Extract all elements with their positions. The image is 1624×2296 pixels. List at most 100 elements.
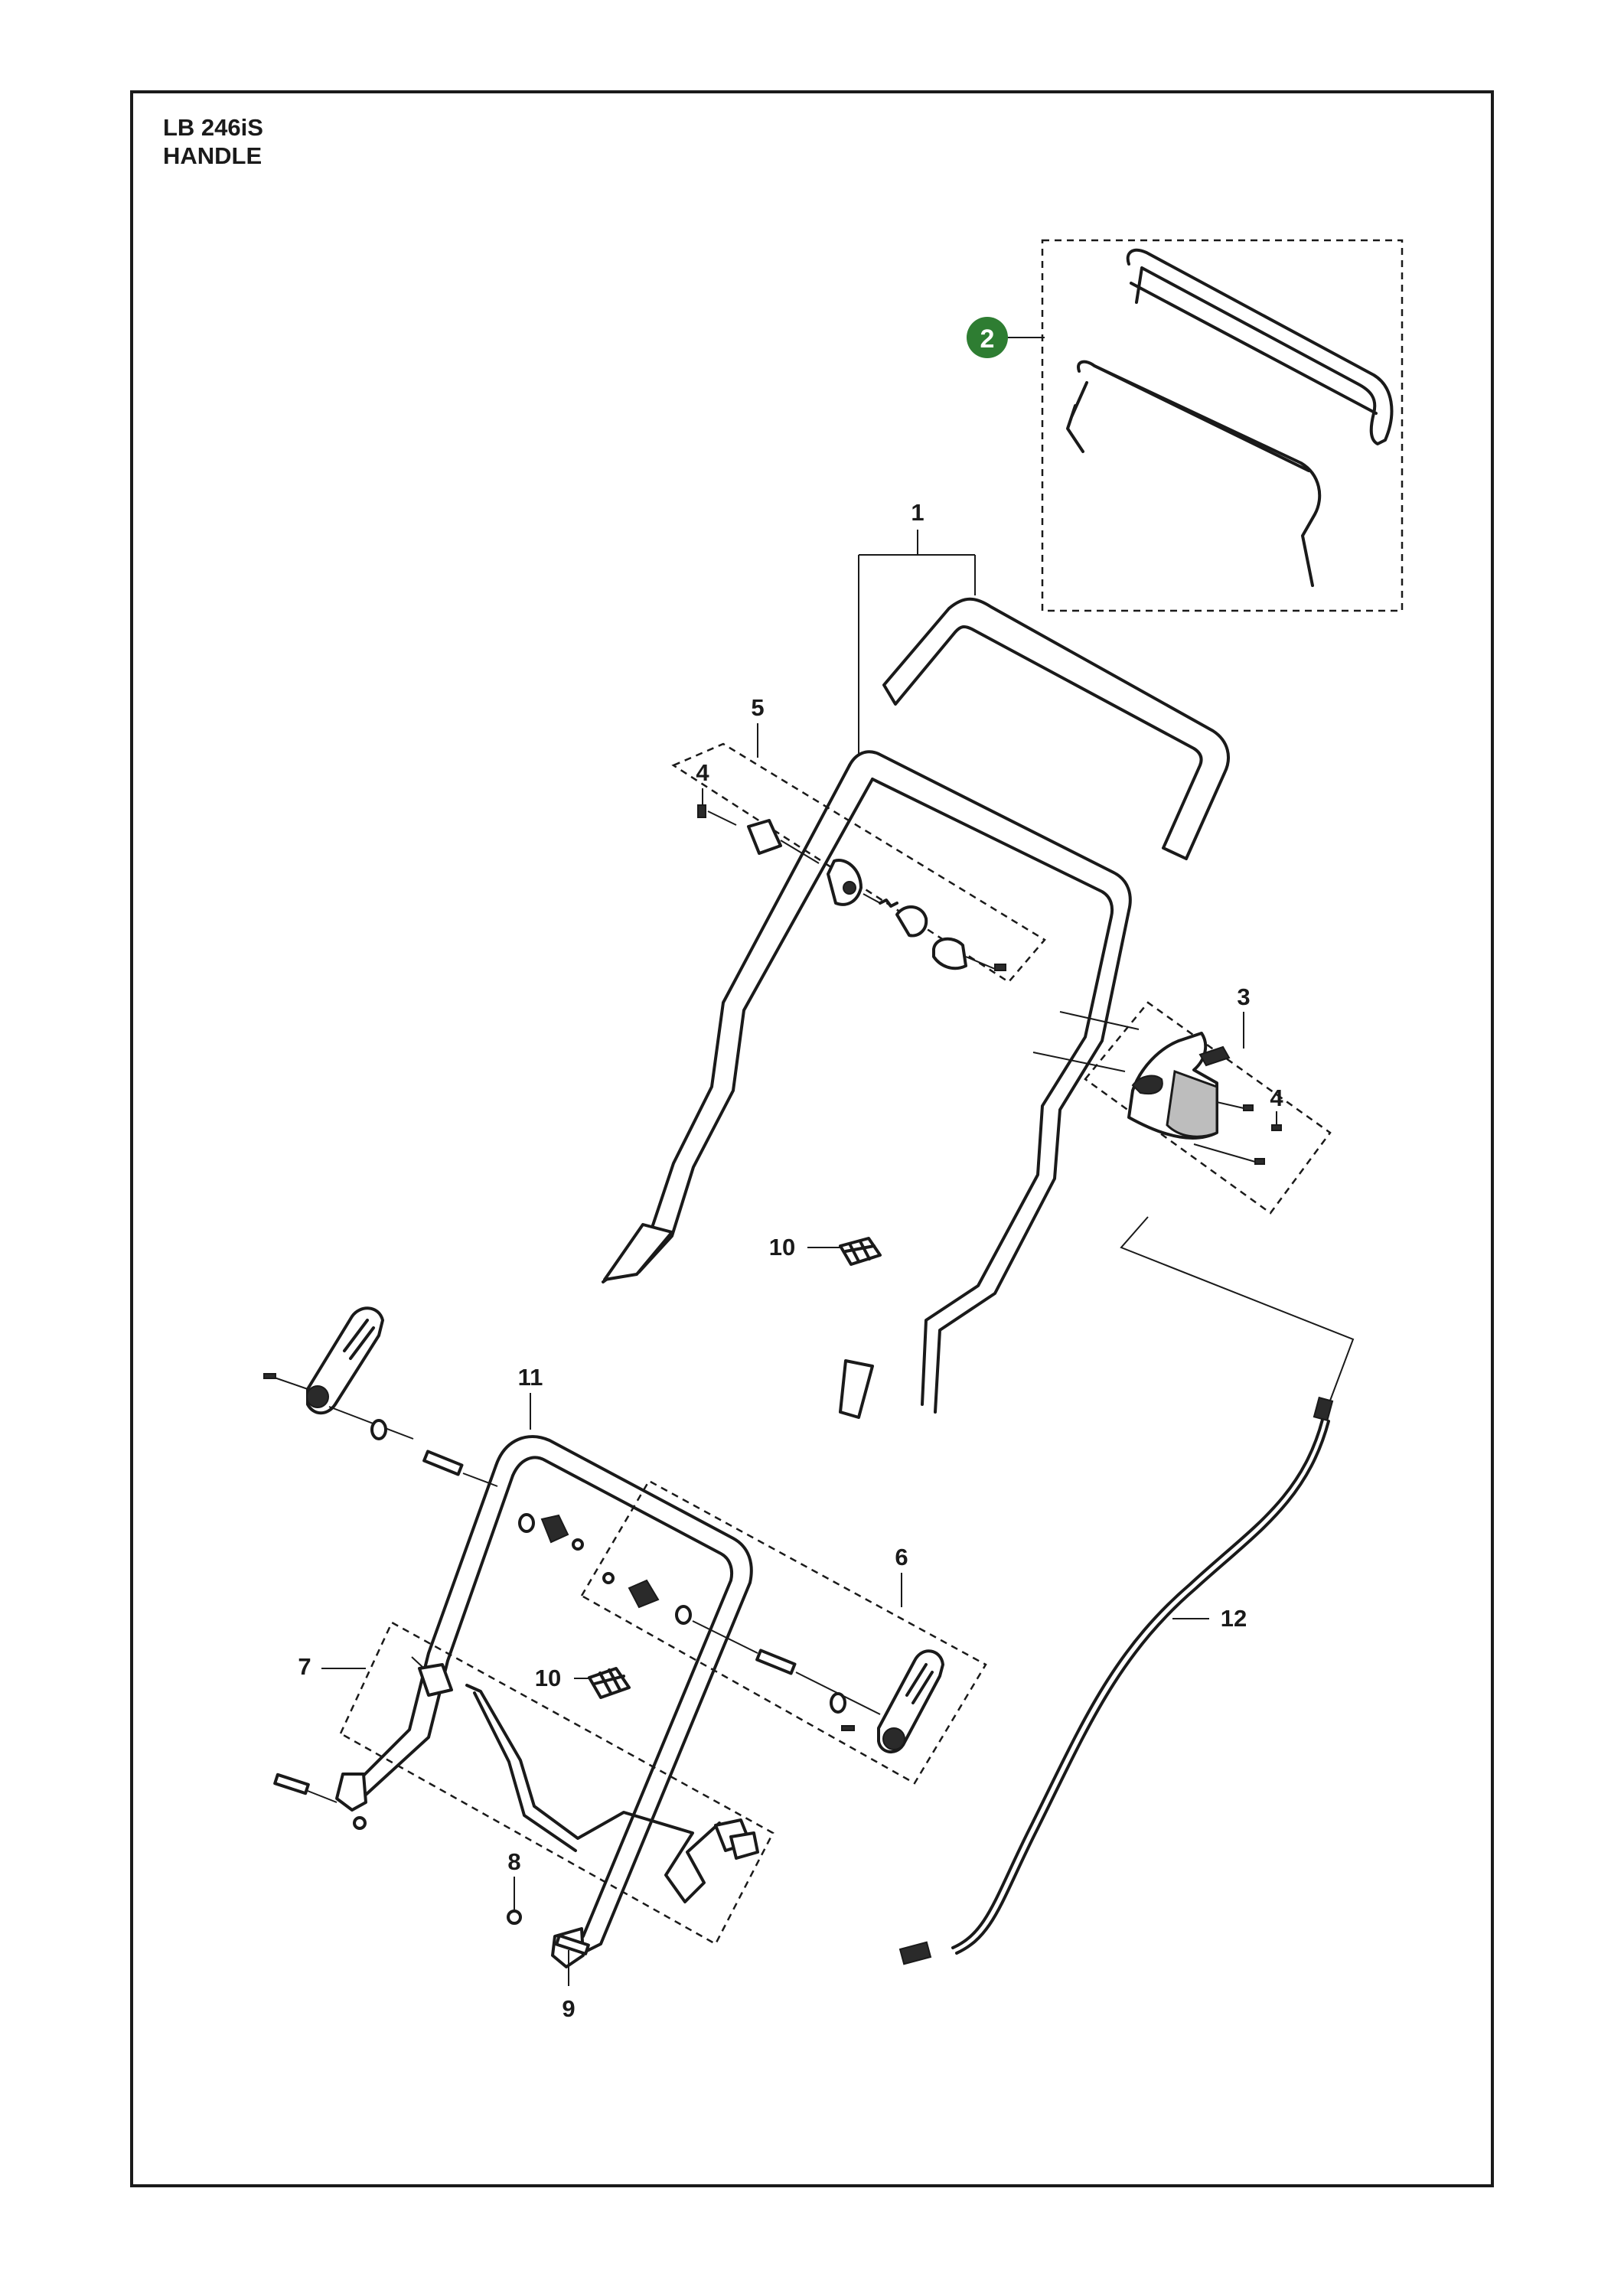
clamp-block — [747, 819, 782, 855]
switch-button — [1131, 1075, 1163, 1094]
bail-rod — [465, 1684, 721, 1903]
cam-nut — [895, 905, 928, 938]
callout-11: 11 — [518, 1364, 543, 1391]
grip-cover-seam — [1130, 282, 1378, 415]
part-5-clamp-assembly: 5 4 — [671, 694, 1046, 983]
left-bolt-axis — [462, 1473, 498, 1487]
part-2-dashed-box — [1041, 239, 1404, 612]
lower-handle-left-foot — [335, 1773, 367, 1812]
kit-handle-bar-upper — [1093, 364, 1310, 472]
part-8-nut: 8 — [507, 1848, 522, 1925]
part-2-badge — [967, 317, 1008, 358]
model-title: LB 246iS — [163, 114, 263, 141]
left-lever-axis — [328, 1406, 414, 1440]
left-inner-washer — [518, 1513, 535, 1533]
clamp-axis — [780, 840, 820, 864]
lower-handle-left-outer — [347, 1464, 497, 1792]
right-lever-pin — [841, 1725, 855, 1731]
screw-3a-axis — [1216, 1101, 1244, 1109]
upper-grip — [882, 597, 1230, 860]
spacer-bottom-grid — [593, 1668, 625, 1694]
left-knob — [540, 1514, 569, 1544]
part-3-dashed-box — [1084, 1001, 1332, 1215]
bail-rod-inner — [473, 1691, 577, 1852]
cable-top-connector — [1313, 1396, 1334, 1422]
callout-1-bracket — [858, 530, 976, 756]
lower-left-bolt-axis — [307, 1790, 338, 1803]
screw-3c-axis — [1193, 1143, 1256, 1163]
left-lever-ribs — [343, 1319, 375, 1360]
upper-handle-left-foot — [603, 1223, 673, 1281]
left-clamp-lever — [263, 1306, 584, 1551]
switch-screw-c — [1254, 1158, 1265, 1165]
lower-handle-right-inner — [511, 1456, 734, 1938]
clamp-knob-hub — [843, 881, 856, 895]
bail-mount-left — [418, 1663, 453, 1697]
callout-5: 5 — [751, 694, 764, 721]
right-lever — [877, 1649, 944, 1753]
clamp-knob — [827, 859, 863, 906]
clamp-screw — [994, 964, 1006, 971]
right-lever-hub — [882, 1727, 905, 1750]
upper-handle-right-foot — [839, 1359, 874, 1419]
switch-side-panel — [1166, 1069, 1218, 1138]
lower-handle-right-outer — [494, 1435, 753, 1957]
switch-trigger — [1198, 1045, 1231, 1067]
lever-pin — [263, 1373, 276, 1379]
callout-9: 9 — [562, 1995, 575, 2022]
part-2-kit: 2 — [967, 239, 1404, 612]
part-6-dashed-box — [580, 1479, 987, 1785]
callout-4-top: 4 — [696, 759, 709, 786]
nut-8 — [507, 1910, 522, 1925]
clamp-cap — [932, 937, 967, 970]
right-bolt-axis — [692, 1620, 758, 1654]
callout-8: 8 — [507, 1848, 520, 1875]
callout-3: 3 — [1237, 983, 1250, 1010]
cable-line — [951, 1418, 1324, 1949]
switch-screw-b — [1271, 1124, 1282, 1131]
part-9-bolt: 9 — [555, 1934, 590, 2022]
upper-handle-right-outer — [848, 750, 1132, 1414]
callout-6: 6 — [895, 1544, 908, 1570]
spacer-top-grid — [844, 1240, 876, 1263]
drawing-frame — [130, 90, 1494, 2187]
left-washer — [370, 1419, 387, 1440]
lower-left-nut — [353, 1816, 367, 1830]
lower-left-bolt — [273, 1773, 310, 1795]
left-bolt — [422, 1450, 464, 1476]
callout-1: 1 — [911, 499, 924, 526]
title-block: LB 246iS HANDLE — [163, 113, 263, 170]
callout-12: 12 — [1221, 1605, 1247, 1632]
callout-10-bottom: 10 — [535, 1665, 561, 1691]
spring-axis — [863, 893, 881, 904]
screw-4-top-axis — [707, 810, 737, 826]
cable-line-outer — [955, 1420, 1330, 1955]
cable-link-leader — [1120, 1216, 1355, 1401]
callout-7: 7 — [298, 1653, 311, 1680]
part-6-clamp-assembly: 6 — [580, 1479, 987, 1785]
lower-left-fastener — [273, 1773, 367, 1830]
right-washer — [675, 1605, 692, 1625]
upper-handle-left-inner — [638, 778, 874, 1274]
right-nut — [602, 1572, 615, 1584]
part-10-spacer-bottom: 10 — [535, 1665, 631, 1699]
right-bolt — [755, 1649, 797, 1675]
kit-handle-bar — [1066, 360, 1322, 587]
part-10-spacer-top: 10 — [769, 1234, 882, 1266]
part-7-bail-assembly: 7 — [298, 1621, 774, 1945]
right-knob — [628, 1579, 660, 1609]
grip-cover — [1126, 248, 1394, 445]
screw-5-axis — [965, 956, 996, 970]
callout-4-right: 4 — [1270, 1084, 1283, 1111]
bolt-9 — [555, 1934, 590, 1955]
part-11-lower-handle: 11 — [335, 1364, 753, 1968]
left-lever-hub — [306, 1385, 329, 1408]
lower-handle-left-inner — [364, 1474, 514, 1796]
part-5-dashed-box — [671, 742, 1046, 983]
switch-screw-a — [1243, 1104, 1254, 1111]
upper-handle-left-outer — [602, 764, 851, 1283]
left-lever — [306, 1306, 384, 1415]
left-nut — [572, 1538, 584, 1551]
switch-mount-axis-lower — [1032, 1052, 1126, 1072]
